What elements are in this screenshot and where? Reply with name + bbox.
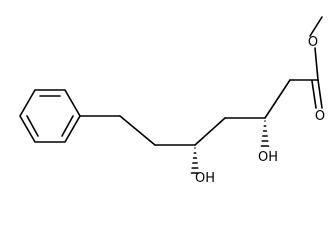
chain-bond: [194, 117, 226, 146]
carbonyl-oxygen-label: O: [315, 109, 325, 124]
carbonyl-double-bond: [311, 80, 317, 109]
ester-single-bond: [314, 47, 319, 81]
carbon-chain: [79, 79, 319, 146]
ring-double-bond: [61, 115, 74, 137]
hydroxyl-3-label: OH: [258, 150, 278, 165]
chain-bond: [119, 115, 156, 146]
benzene-ring: [19, 89, 81, 143]
carbonyl-double-bond: [317, 79, 323, 109]
ester-oxygen-label: O: [308, 35, 318, 50]
methyl-bond: [309, 16, 323, 37]
hydroxyl-5-label: OH: [195, 171, 215, 185]
ester-group: [309, 16, 323, 109]
molecule-diagram: O O OH OH: [19, 16, 325, 185]
stereo-bond-c5: [190, 147, 200, 174]
ring-double-bond: [26, 115, 39, 137]
chain-bond: [264, 79, 291, 119]
stereo-bond-c3: [260, 120, 270, 147]
ring-outline: [19, 89, 81, 143]
